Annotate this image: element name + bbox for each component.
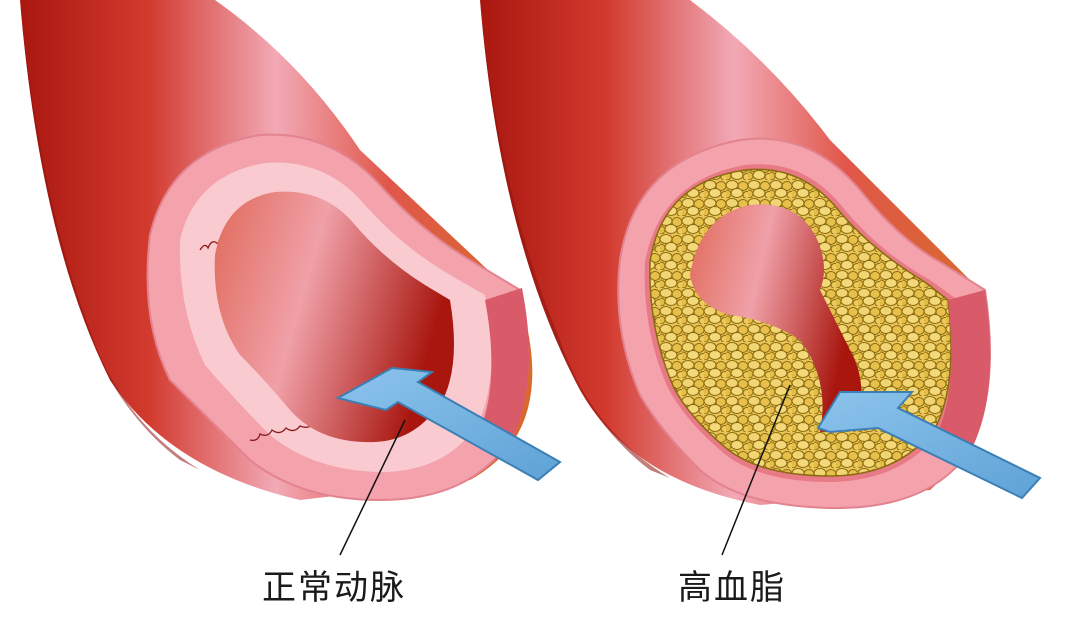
label-normal-artery: 正常动脉 xyxy=(262,568,406,608)
blood-flow-arrow-icon xyxy=(335,366,562,482)
leader-line xyxy=(339,419,406,556)
hyperlipidemia-artery xyxy=(480,0,1042,556)
normal-artery xyxy=(20,0,562,556)
artery-lumen xyxy=(690,204,862,432)
leader-line xyxy=(721,384,791,556)
blood-flow-arrow-icon xyxy=(816,391,1042,500)
label-hyperlipidemia: 高血脂 xyxy=(678,568,786,608)
